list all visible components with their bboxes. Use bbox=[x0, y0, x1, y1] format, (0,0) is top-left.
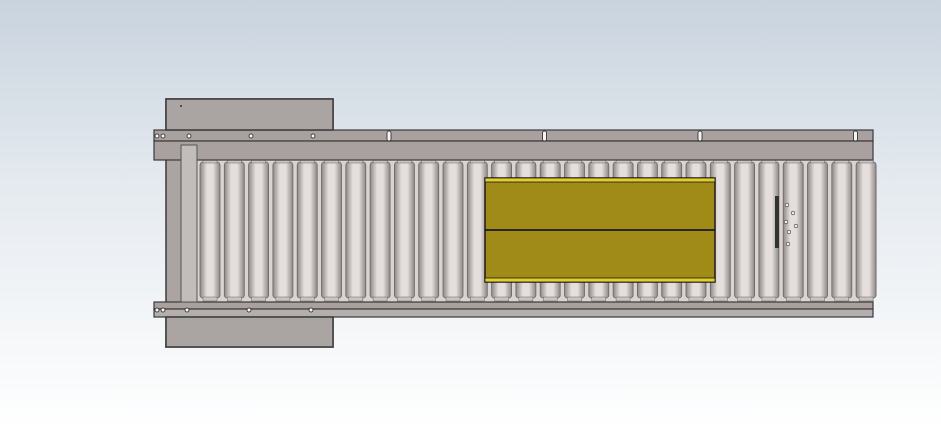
sensor-fastener bbox=[785, 241, 791, 247]
roller bbox=[442, 161, 464, 299]
roller bbox=[855, 161, 877, 299]
rail-slot bbox=[386, 130, 392, 142]
sensor-fastener bbox=[783, 219, 789, 225]
sensor-bracket bbox=[775, 196, 779, 248]
rail-slot bbox=[542, 130, 547, 142]
roller-axle-cap bbox=[834, 296, 850, 302]
roller-axle-cap bbox=[615, 296, 631, 302]
mounting-hole bbox=[248, 133, 254, 139]
roller bbox=[369, 161, 391, 299]
roller bbox=[345, 161, 367, 299]
mounting-hole bbox=[184, 307, 190, 313]
roller-axle-cap bbox=[251, 296, 266, 302]
roller-axle-cap bbox=[664, 296, 679, 302]
roller bbox=[782, 161, 804, 299]
top-rail-flange bbox=[153, 140, 874, 161]
mounting-hole bbox=[154, 307, 160, 313]
roller-axle-cap bbox=[688, 296, 704, 302]
mounting-hole bbox=[160, 133, 166, 139]
roller bbox=[223, 161, 245, 299]
sensor-fastener bbox=[793, 223, 799, 229]
roller-axle-cap bbox=[202, 296, 218, 302]
roller-axle-cap bbox=[713, 296, 728, 302]
rail-slot bbox=[697, 130, 703, 142]
roller-axle-cap bbox=[494, 296, 509, 302]
roller bbox=[393, 161, 415, 299]
end-guard-top bbox=[165, 98, 334, 131]
roller-axle-cap bbox=[299, 296, 315, 302]
roller bbox=[321, 161, 342, 299]
roller bbox=[248, 161, 270, 299]
roller-axle-cap bbox=[324, 296, 339, 302]
roller bbox=[734, 161, 755, 299]
mounting-hole bbox=[186, 133, 192, 139]
roller-axle-cap bbox=[227, 296, 242, 302]
roller-axle-cap bbox=[445, 296, 461, 302]
roller-axle-cap bbox=[810, 296, 825, 302]
roller bbox=[296, 161, 318, 299]
roller-axle-cap bbox=[397, 296, 412, 302]
mounting-hole bbox=[246, 307, 252, 313]
roller-axle-cap bbox=[785, 296, 801, 302]
roller-axle-cap bbox=[518, 296, 534, 302]
mounting-hole bbox=[160, 307, 166, 313]
roller-axle-cap bbox=[640, 296, 655, 302]
roller-axle-cap bbox=[761, 296, 777, 302]
roller-axle-cap bbox=[567, 296, 582, 302]
roller-axle-cap bbox=[858, 296, 874, 302]
mounting-hole bbox=[154, 133, 160, 139]
bottom-rail-flange bbox=[153, 308, 874, 318]
carton-bottom-edge bbox=[484, 277, 716, 283]
roller-axle-cap bbox=[470, 296, 485, 302]
roller-axle-cap bbox=[372, 296, 388, 302]
end-guard-side-wall bbox=[180, 144, 198, 303]
sensor-fastener bbox=[784, 202, 790, 208]
roller-axle-cap bbox=[421, 296, 436, 302]
bottom-side-rail bbox=[153, 301, 874, 310]
roller bbox=[807, 161, 828, 299]
roller bbox=[199, 161, 221, 299]
roller-axle-cap bbox=[591, 296, 607, 302]
roller-axle-cap bbox=[275, 296, 291, 302]
roller bbox=[272, 161, 294, 299]
roller-axle-cap bbox=[348, 296, 364, 302]
roller bbox=[831, 161, 853, 299]
roller-axle-cap bbox=[737, 296, 752, 302]
sensor-fastener bbox=[786, 229, 792, 235]
roller bbox=[418, 161, 440, 299]
mounting-hole bbox=[310, 133, 316, 139]
guard-marker bbox=[180, 105, 182, 107]
roller-axle-cap bbox=[542, 296, 558, 302]
top-side-rail bbox=[153, 129, 874, 142]
mounting-hole bbox=[308, 307, 314, 313]
sensor-fastener bbox=[790, 210, 796, 216]
carton-top-edge bbox=[484, 177, 716, 183]
end-guard-bottom bbox=[165, 316, 334, 348]
rail-slot bbox=[853, 130, 858, 142]
